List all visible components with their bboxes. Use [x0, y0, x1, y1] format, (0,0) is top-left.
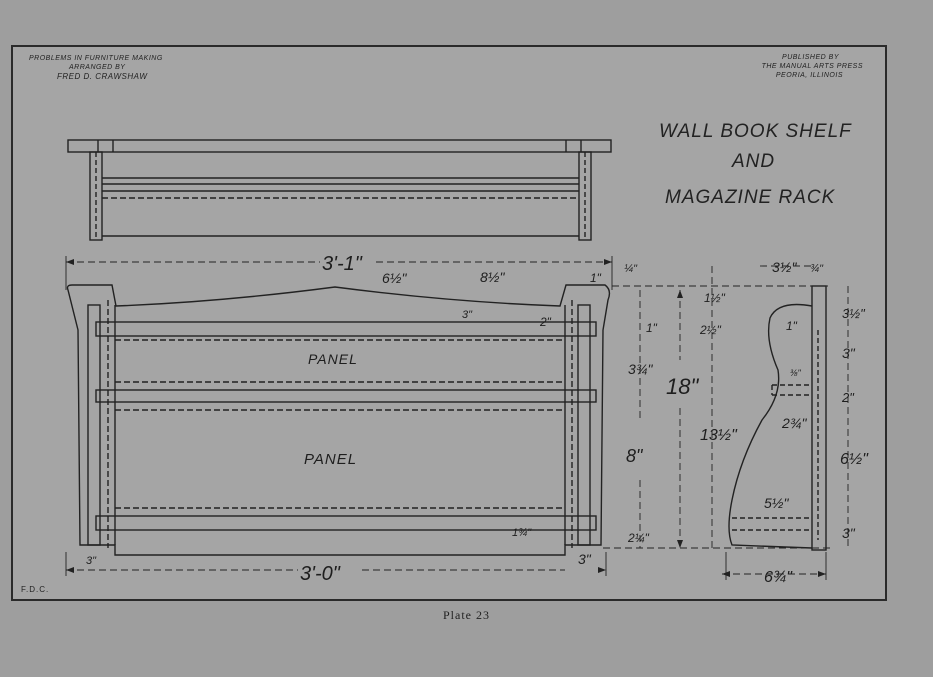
header-right-publisher: The Manual Arts Press	[761, 63, 863, 70]
front-bottom-rail	[95, 515, 597, 531]
arrow-bottom-right	[598, 567, 606, 573]
dim-height: 18"	[666, 374, 699, 399]
dim-shelf-depth: 2¾"	[781, 415, 807, 431]
header-right-city: Peoria, Illinois	[775, 72, 843, 79]
side-elevation	[728, 285, 827, 551]
dim-bottom-width: 3'-0"	[300, 563, 341, 585]
arrow-depth-right	[818, 571, 826, 577]
dim-thick: ¼"	[624, 263, 638, 275]
header-right: Published by The Manual Arts Press Peori…	[762, 53, 863, 80]
dim-base: 2¼"	[627, 531, 650, 545]
dim-right-2: 3"	[842, 345, 856, 361]
front-post-left	[87, 304, 101, 546]
title-line-1: Wall Book Shelf	[659, 121, 852, 142]
dim-right-3: 2"	[841, 390, 855, 405]
front-mid-rail	[95, 389, 597, 403]
dim-shelf-bottom: 5½"	[764, 495, 789, 511]
top-plan-view	[67, 139, 612, 241]
dim-panel-top: 3¾"	[628, 361, 653, 377]
dim-total-depth: 6¾"	[764, 569, 793, 586]
front-outline	[66, 284, 611, 556]
dimension-lines	[66, 261, 849, 575]
side-back-board	[811, 285, 827, 551]
dimension-labels: 3'-1" 6½" 8½" 1" ¼" 3'-0" 3" 3" 3" 2" 1¾…	[86, 253, 869, 586]
front-elevation	[66, 284, 611, 556]
plan-top-board	[67, 139, 612, 153]
title-line-3: Magazine Rack	[665, 187, 836, 208]
dim-right-5: 3"	[842, 525, 856, 541]
panel-label-lower: PANEL	[304, 451, 357, 468]
title-line-2: and	[732, 151, 776, 172]
dim-right-4: 6½"	[840, 451, 869, 468]
dim-panel-low: 8"	[626, 446, 644, 466]
arrow-top-left	[66, 259, 74, 265]
header-right-line1: Published by	[782, 54, 839, 61]
dim-right-1: 3½"	[842, 306, 866, 321]
arrowheads	[66, 259, 826, 577]
arrow-bottom-left	[66, 567, 74, 573]
dim-curve-left: 6½"	[382, 270, 407, 286]
dim-side-top: 1½"	[704, 291, 726, 305]
front-top-rail	[95, 321, 597, 337]
extension-lines	[65, 256, 827, 580]
dim-leg-bottom-left: 3"	[86, 555, 97, 567]
arrow-18-top	[677, 290, 683, 298]
dim-rail-small: 2"	[539, 315, 552, 329]
dim-top-width: 3'-1"	[322, 253, 363, 275]
header-left-line1: Problems in Furniture Making	[29, 55, 163, 62]
plate-caption: Plate 23	[443, 608, 490, 622]
dim-curve-right: 8½"	[480, 269, 505, 285]
front-post-right	[577, 304, 591, 546]
header-left-author: Fred D. Crawshaw	[57, 72, 148, 81]
dim-rail-lower: 1¾"	[512, 527, 532, 539]
panel-label-upper: PANEL	[308, 351, 358, 367]
header-left: Problems in Furniture Making Arranged by…	[29, 54, 163, 81]
arrow-top-right	[604, 259, 612, 265]
arrow-depth-left	[722, 571, 730, 577]
dim-side-mid1: 2½"	[699, 323, 722, 337]
header-left-line2: Arranged by	[69, 64, 126, 71]
dim-side-small1: 1"	[786, 319, 798, 333]
dim-side-top-width: 3½"	[772, 259, 797, 275]
arrow-18-bottom	[677, 540, 683, 548]
side-profile-curve	[728, 303, 813, 549]
drafter-initials: F.D.C.	[21, 585, 50, 594]
dim-side-top-width2: ¾"	[810, 263, 824, 275]
dim-side-small2: ⅜"	[790, 368, 802, 378]
dim-gap-top: 1"	[646, 321, 658, 335]
dim-corner: 1"	[590, 271, 602, 285]
dim-side-mid2: 13½"	[700, 427, 738, 444]
dim-curve-drop: 3"	[462, 309, 473, 321]
dim-leg-bottom-right: 3"	[578, 551, 592, 567]
